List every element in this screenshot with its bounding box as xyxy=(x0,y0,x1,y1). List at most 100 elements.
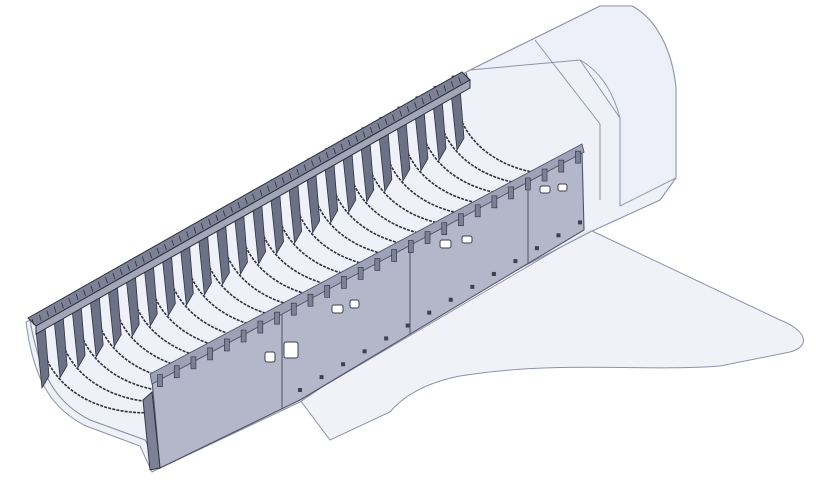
panel-cutout xyxy=(331,304,344,314)
keel-rivet xyxy=(296,168,300,176)
keel-rivet xyxy=(90,285,94,292)
keel-rivet xyxy=(369,127,373,134)
panel-clip xyxy=(207,347,213,361)
keel-rivet xyxy=(127,264,131,271)
keel-rivet xyxy=(377,122,381,130)
panel-cutout xyxy=(439,239,452,249)
keel-rivet xyxy=(112,273,116,280)
panel-clip xyxy=(458,213,464,227)
keel-rivet xyxy=(230,206,233,213)
keel-rivet xyxy=(83,289,86,296)
keel-rivet xyxy=(215,214,219,221)
panel-clip xyxy=(474,204,481,218)
panel-lower-clip xyxy=(578,220,582,225)
keel-rivet xyxy=(340,143,344,151)
translucent-wing xyxy=(299,229,804,441)
keel-rivet xyxy=(333,147,336,155)
keel-rivet xyxy=(53,306,57,313)
panel-clip xyxy=(341,276,347,289)
keel-rivet xyxy=(178,235,182,242)
nose-seam-line xyxy=(579,59,621,119)
panel-clip xyxy=(508,186,514,200)
keel-rivet xyxy=(267,185,270,192)
keel-rivet xyxy=(421,97,425,105)
panel-clip xyxy=(324,284,331,298)
keel-rivet xyxy=(119,268,123,276)
panel-clip xyxy=(391,249,397,262)
panel-cutout xyxy=(283,341,299,359)
panel-lower-clip xyxy=(534,246,539,251)
panel-clip xyxy=(290,302,297,316)
panel-lower-clip xyxy=(362,349,367,354)
keel-rivet xyxy=(38,314,42,321)
keel-rivet xyxy=(311,160,314,167)
keel-rivet xyxy=(274,181,278,188)
keel-rivet xyxy=(289,172,292,180)
keel-rivet xyxy=(31,318,35,326)
panel-clip xyxy=(424,231,431,244)
keel-rivet xyxy=(164,243,167,251)
keel-rivet xyxy=(222,210,226,217)
keel-rivet xyxy=(406,106,410,113)
keel-rivet xyxy=(436,89,439,96)
panel-lower-clip xyxy=(470,284,475,289)
panel-clip xyxy=(558,159,565,173)
panel-clip xyxy=(173,365,180,379)
panel-lower-clip xyxy=(405,323,410,328)
nose-seam-line xyxy=(534,39,601,125)
panel-clip xyxy=(525,177,531,191)
keel-rivet xyxy=(384,118,388,125)
panel-lower-clip xyxy=(427,310,432,315)
keel-rivet xyxy=(318,156,322,163)
keel-rivet xyxy=(443,85,447,92)
panel-seam-lines xyxy=(281,182,529,409)
panel-clip xyxy=(224,338,230,352)
keel-rivet xyxy=(392,114,395,121)
panel-lower-clip xyxy=(491,271,496,276)
keel-rivet xyxy=(156,247,160,255)
translucent-nose-cap xyxy=(469,5,677,207)
panel-clip xyxy=(407,240,414,253)
keel-rivet xyxy=(186,231,189,238)
keel-rivet xyxy=(458,77,462,84)
panel-lower-clip xyxy=(384,336,389,341)
keel-rivet xyxy=(465,72,469,80)
keel-rivet xyxy=(428,93,432,100)
keel-rivet xyxy=(414,102,417,109)
keel-rivet xyxy=(141,256,145,263)
keel-rivet xyxy=(200,222,204,230)
panel-cutout xyxy=(264,351,276,363)
panel-clip xyxy=(257,320,264,334)
panel-lower-clip xyxy=(448,297,453,302)
keel-rivet xyxy=(399,110,403,117)
side-panel-lower-flange xyxy=(142,391,161,471)
panel-lower-clip xyxy=(298,388,302,392)
panel-clip xyxy=(307,293,314,307)
keel-rivet xyxy=(244,197,248,205)
keel-rivet xyxy=(303,164,307,171)
keel-rivet xyxy=(259,189,263,196)
panel-clip-row xyxy=(157,150,582,392)
keel-rivet xyxy=(281,177,285,184)
side-panel-group xyxy=(142,143,585,471)
panel-cutout xyxy=(557,183,568,192)
keel-rivet-row xyxy=(31,72,469,326)
panel-clip xyxy=(357,267,364,280)
panel-clip xyxy=(441,222,448,235)
panel-lower-clip xyxy=(556,233,561,238)
keel-rivet xyxy=(46,310,50,317)
keel-rivet xyxy=(325,152,329,159)
keel-rivet xyxy=(208,218,211,226)
keel-rivet xyxy=(450,81,454,88)
panel-cutout xyxy=(461,235,473,244)
panel-lower-clip xyxy=(341,362,346,367)
panel-clip xyxy=(374,258,381,271)
panel-lower-clip xyxy=(319,375,324,380)
keel-rivet xyxy=(61,302,64,309)
keel-side-web xyxy=(35,79,471,335)
keel-rivet xyxy=(97,281,101,288)
panel-clip xyxy=(157,374,163,388)
keel-rivet xyxy=(252,193,256,201)
